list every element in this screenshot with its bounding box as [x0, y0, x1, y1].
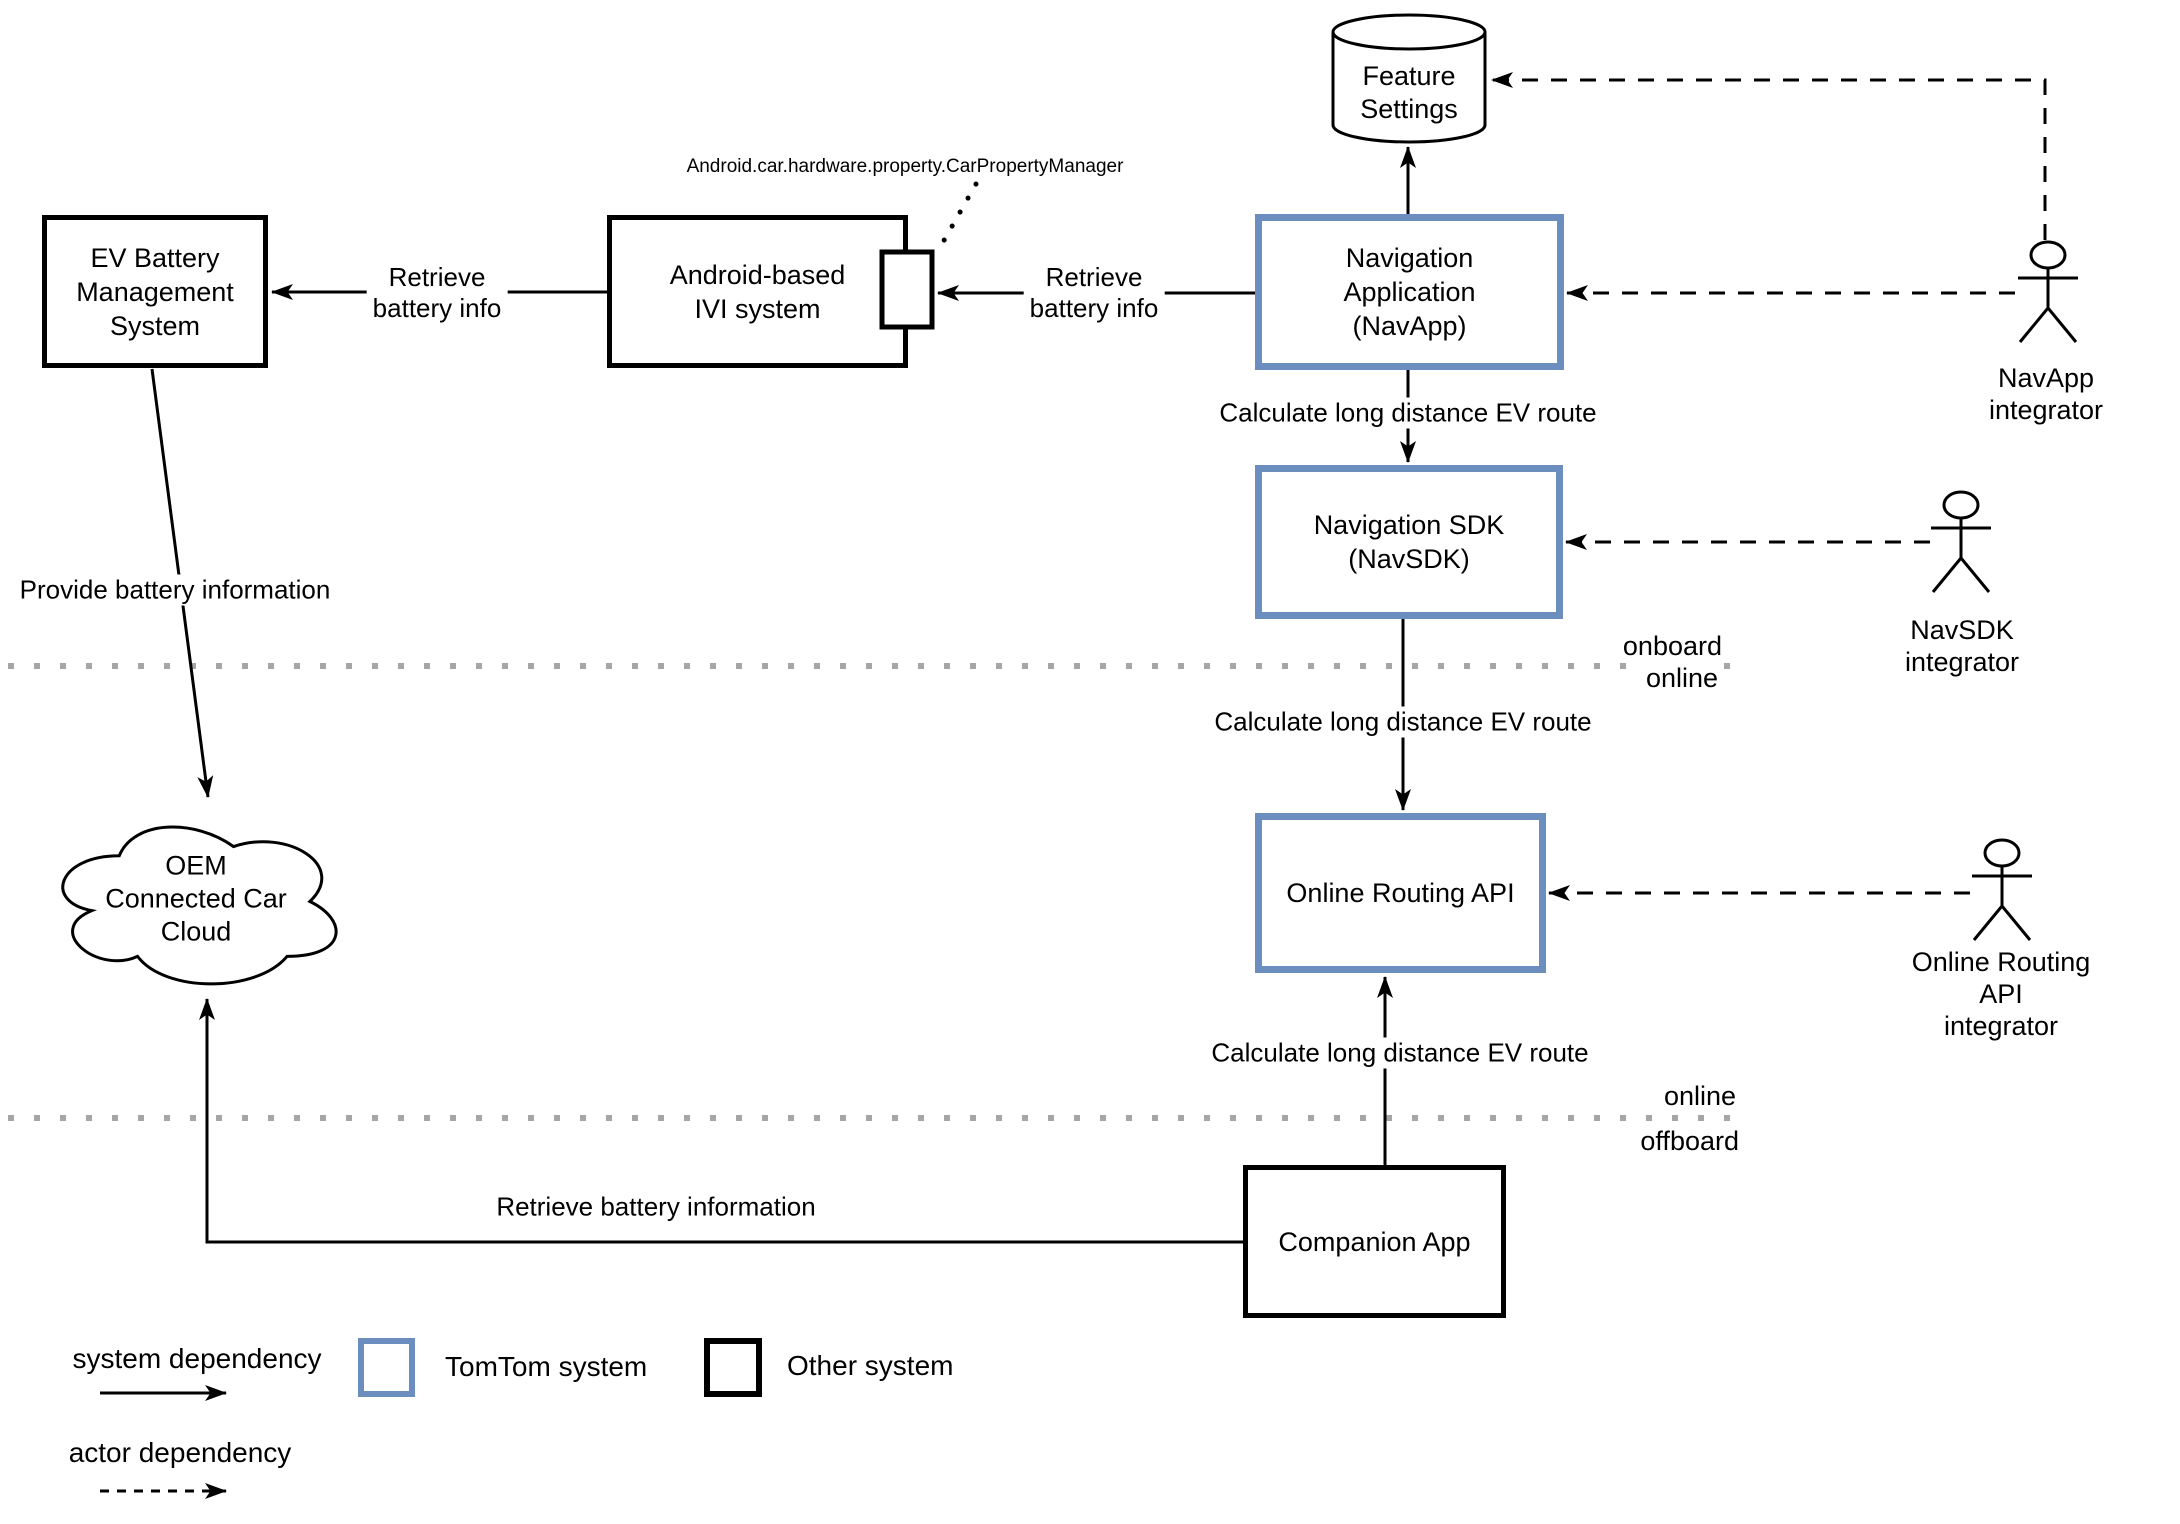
annotation-connector-carpropertymanager [935, 181, 979, 254]
legend-tomtom-system-label: TomTom system [445, 1351, 648, 1382]
oem-cloud-shape [61, 825, 338, 986]
online-routing-api-integrator-figure [1972, 838, 2032, 941]
navapp-integrator-label: NavApp integrator [1988, 363, 2104, 425]
edge-label-retrieve-battery-info-right: Retrieve battery info [1023, 262, 1165, 324]
legend-other-system-swatch [704, 1338, 762, 1397]
navapp-integrator-figure [2018, 240, 2078, 343]
legend-system-dependency-label: system dependency [72, 1343, 322, 1374]
edge-label-retrieve-battery-info-left: Retrieve battery info [366, 262, 508, 324]
legend-actor-dependency-label: actor dependency [68, 1437, 292, 1468]
edge-label-calculate-route-3: Calculate long distance EV route [1205, 1037, 1595, 1069]
boundary-label-online-1: online [1641, 663, 1722, 693]
legend-tomtom-system-swatch [358, 1338, 415, 1397]
box-online-routing-api: Online Routing API [1255, 813, 1546, 973]
edge-label-provide-battery-information: Provide battery information [13, 574, 337, 606]
edge-label-calculate-route-1: Calculate long distance EV route [1213, 397, 1603, 429]
navsdk-integrator-label: NavSDK integrator [1904, 615, 2020, 677]
ivi-port [879, 249, 935, 330]
oem-cloud-label: OEM Connected Car Cloud [105, 850, 287, 947]
carpropertymanager-annotation: Android.car.hardware.property.CarPropert… [686, 156, 1124, 178]
boundary-label-offboard: offboard [1636, 1126, 1743, 1156]
boundary-label-onboard: onboard [1618, 631, 1726, 661]
online-routing-api-integrator-label: Online Routing API integrator [1911, 947, 2091, 1041]
edge-companion-to-oem-cloud [199, 998, 1243, 1244]
box-ev-battery-management-system: EV Battery Management System [42, 215, 268, 368]
navsdk-integrator-figure [1931, 490, 1991, 593]
boundary-label-online-2: online [1659, 1081, 1740, 1111]
edge-navapp-integrator-to-feature-settings [1491, 72, 2047, 240]
box-companion-app: Companion App [1243, 1165, 1506, 1318]
feature-settings-label: Feature Settings [1360, 61, 1458, 124]
legend-other-system-label: Other system [787, 1350, 954, 1381]
edge-label-retrieve-battery-information: Retrieve battery information [496, 1191, 816, 1222]
box-android-ivi-system: Android-based IVI system [607, 215, 908, 368]
feature-settings-cylinder [1331, 13, 1487, 144]
box-navigation-sdk: Navigation SDK (NavSDK) [1255, 465, 1563, 619]
box-navigation-application: Navigation Application (NavApp) [1255, 214, 1564, 370]
edge-label-calculate-route-2: Calculate long distance EV route [1208, 706, 1598, 738]
